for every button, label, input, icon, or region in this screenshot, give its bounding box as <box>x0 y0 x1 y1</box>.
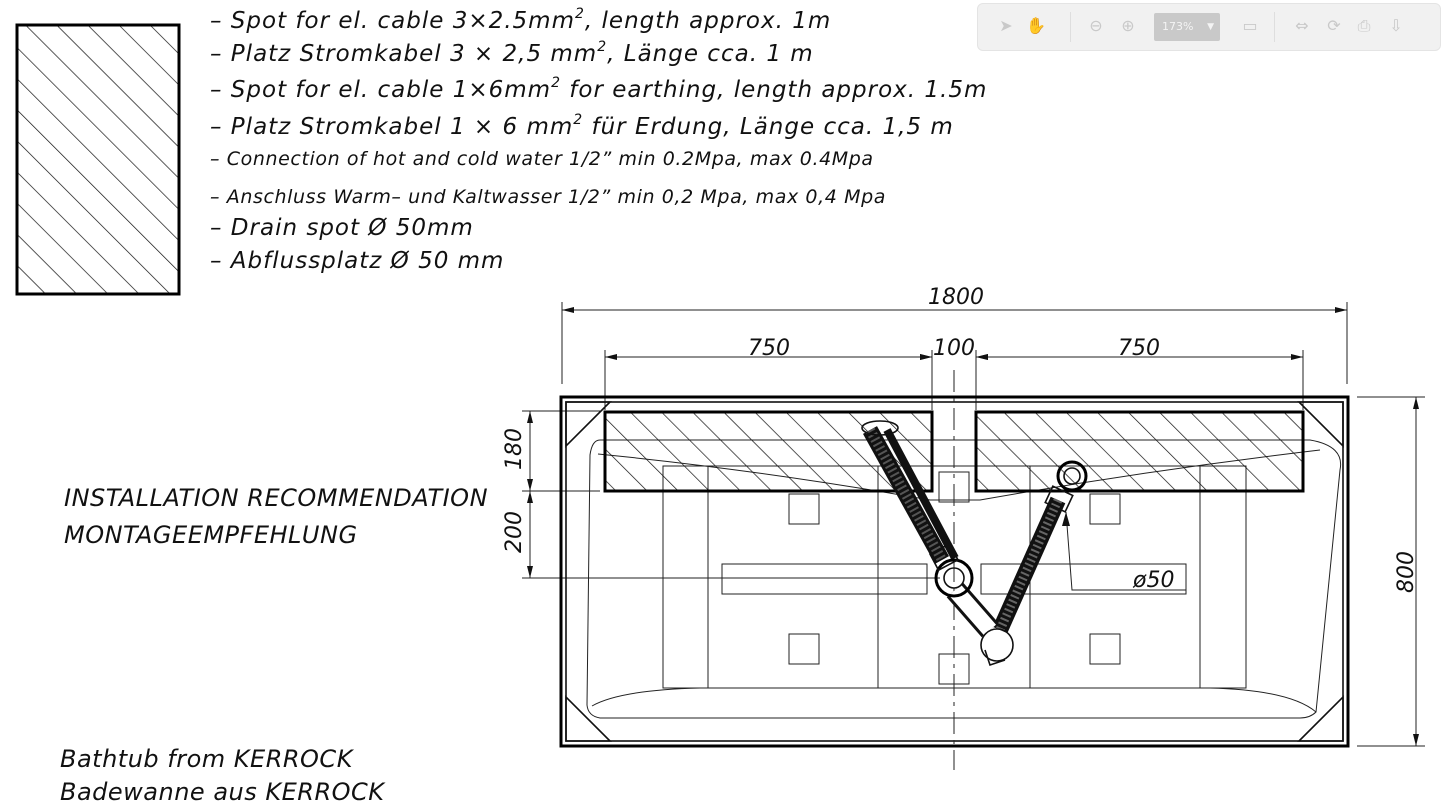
zoom-out-icon[interactable]: ⊖ <box>1089 16 1103 35</box>
dimension-label: 750 <box>748 336 790 361</box>
legend-line: – Anschluss Warm– und Kaltwasser 1/2” mi… <box>210 186 886 208</box>
legend: – Spot for el. cable 3×2.5mm2, length ap… <box>210 6 987 274</box>
dimension-label: 100 <box>933 336 975 361</box>
legend-line: – Connection of hot and cold water 1/2” … <box>210 148 874 170</box>
legend-line: – Platz Stromkabel 1 × 6 mm2 für Erdung,… <box>210 112 954 140</box>
dimension-label: 750 <box>1118 336 1160 361</box>
legend-line: – Platz Stromkabel 3 × 2,5 mm2, Länge cc… <box>210 39 814 67</box>
dimension-label: 800 <box>1394 551 1419 593</box>
dimension-label: 1800 <box>928 285 984 310</box>
legend-hatch-swatch <box>15 23 181 296</box>
dimension-label: 180 <box>502 428 527 470</box>
hand-icon[interactable]: ✋ <box>1026 16 1046 35</box>
drain-hoses <box>861 420 1088 667</box>
dimension-left: 180 200 <box>502 410 940 579</box>
bathtub-note-en: Bathtub from KERROCK <box>60 745 355 773</box>
legend-line: – Drain spot Ø 50mm <box>210 215 474 241</box>
installation-title-en: INSTALLATION RECOMMENDATION <box>64 484 488 512</box>
dimension-overall-width: 800 <box>1357 396 1425 747</box>
dimension-zones: 750 100 750 <box>604 336 1304 410</box>
cursor-icon[interactable]: ➤ <box>999 16 1013 35</box>
dropdown-icon: ▼ <box>1207 22 1214 32</box>
dimension-overall-length: 1800 <box>561 285 1348 384</box>
download-icon[interactable]: ⇩ <box>1389 16 1403 35</box>
fit-width-icon[interactable]: ⇔ <box>1295 16 1309 35</box>
rotate-icon[interactable]: ⟳ <box>1327 16 1341 35</box>
zoom-in-icon[interactable]: ⊕ <box>1121 16 1135 35</box>
toolbar-divider <box>1070 12 1071 42</box>
toolbar-divider <box>1274 12 1275 42</box>
dimension-label: 200 <box>502 511 527 553</box>
legend-line: – Abflussplatz Ø 50 mm <box>210 248 504 274</box>
viewer-toolbar: ➤ ✋ ⊖ ⊕ 173% ▼ ▭ ⇔ ⟳ ⎙ ⇩ <box>977 3 1441 51</box>
installation-title-de: MONTAGEEMPFEHLUNG <box>64 521 358 549</box>
zoom-value: 173% <box>1162 20 1194 33</box>
legend-line: – Spot for el. cable 3×2.5mm2, length ap… <box>210 6 831 34</box>
legend-line: – Spot for el. cable 1×6mm2 for earthing… <box>210 75 987 103</box>
drain-diameter-label: ø50 <box>1132 568 1174 593</box>
drain-callout: ø50 <box>1062 511 1186 593</box>
hatch-zone-right <box>974 410 1305 493</box>
bathtub-note-de: Badewanne aus KERROCK <box>60 778 386 806</box>
zoom-select[interactable]: 173% ▼ <box>1154 13 1220 41</box>
fit-page-icon[interactable]: ▭ <box>1242 16 1258 35</box>
print-icon[interactable]: ⎙ <box>1357 16 1371 35</box>
